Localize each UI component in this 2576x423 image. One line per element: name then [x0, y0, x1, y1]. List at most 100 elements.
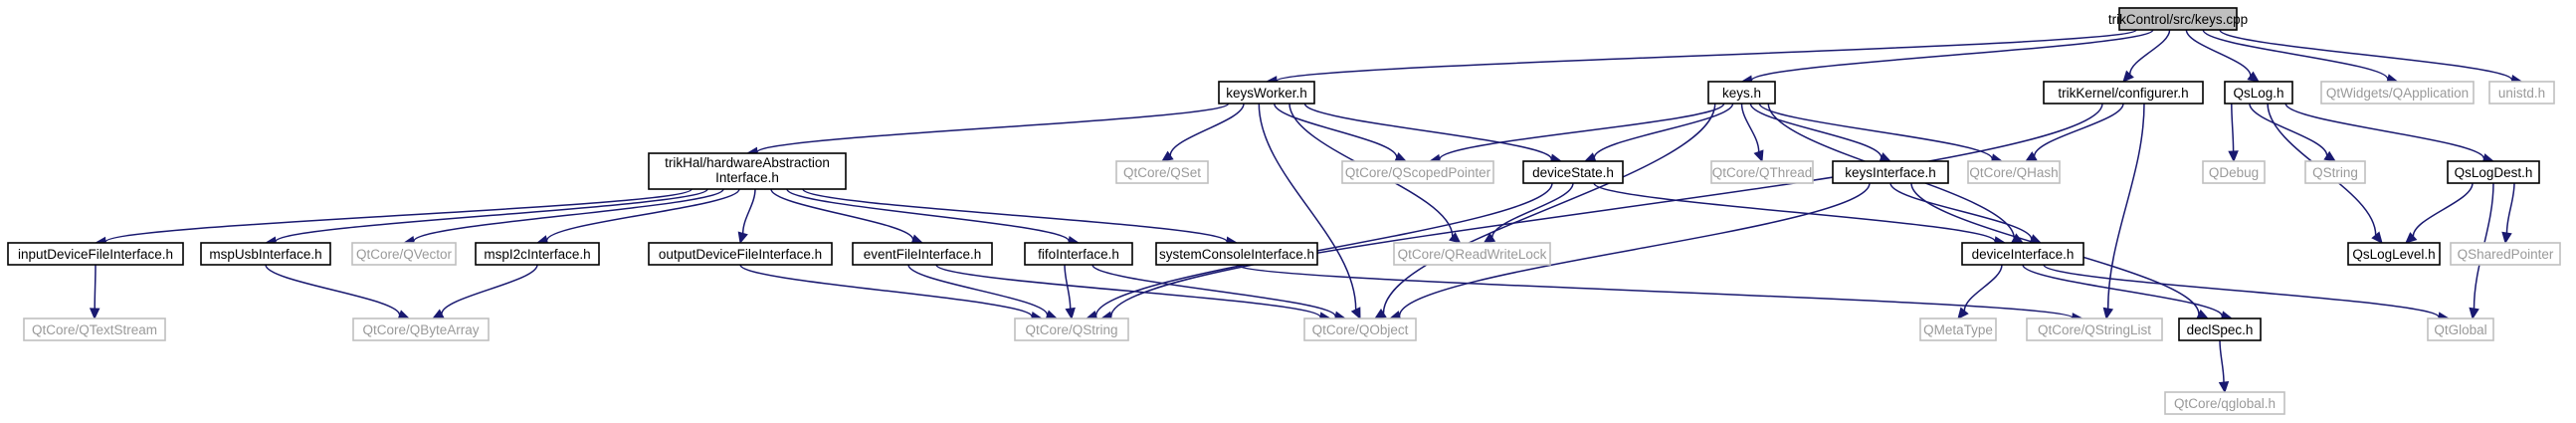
- edge-keys_cpp-to-QApplication: [2202, 29, 2399, 85]
- arrowhead: [2371, 231, 2383, 244]
- node-box: [2427, 317, 2494, 341]
- node-label: QsLogDest.h: [2455, 165, 2533, 180]
- arrowhead: [1753, 149, 1764, 163]
- node-box: [351, 242, 457, 266]
- node-label: QtCore/QThread: [1712, 165, 1813, 180]
- edge-configurer_h-to-QHash: [2024, 103, 2124, 162]
- node-box: [1393, 242, 1551, 266]
- node-box: [1303, 317, 1417, 341]
- node-box: [2304, 160, 2366, 184]
- node-label: QtCore/QObject: [1312, 322, 1409, 337]
- node-fifo_h[interactable]: fifoInterface.h: [1024, 242, 1133, 266]
- node-label: eventFileInterface.h: [864, 247, 982, 262]
- node-keysInterface_h[interactable]: keysInterface.h: [1832, 160, 1949, 184]
- node-box: [475, 242, 600, 266]
- node-label: mspUsbInterface.h: [209, 247, 321, 262]
- node-outputDeviceFile_h[interactable]: outputDeviceFileInterface.h: [648, 242, 833, 266]
- node-box: [1832, 160, 1949, 184]
- node-box: [852, 242, 993, 266]
- node-box: [2320, 81, 2475, 105]
- node-QsLog_h[interactable]: QsLog.h: [2224, 81, 2293, 105]
- arrowhead: [1449, 232, 1462, 244]
- edge-keys_cpp-to-QsLog_h: [2185, 29, 2260, 83]
- node-label: keys.h: [1722, 86, 1761, 101]
- arrowhead: [1350, 307, 1361, 320]
- node-keys_h[interactable]: keys.h: [1707, 81, 1776, 105]
- node-label: QtCore/QScopedPointer: [1345, 165, 1491, 180]
- node-label: trikKernel/configurer.h: [2058, 86, 2188, 101]
- node-QByteArray: QtCore/QByteArray: [352, 317, 490, 341]
- arrowhead: [2218, 381, 2230, 394]
- node-box: [1707, 81, 1776, 105]
- node-QGlobal: QtGlobal: [2427, 317, 2494, 341]
- node-systemConsole_h[interactable]: systemConsoleInterface.h: [1155, 242, 1318, 266]
- node-keys_cpp[interactable]: trikControl/src/keys.cpp: [2108, 7, 2248, 31]
- edge-inputDeviceFile_h-to-QTextStream: [89, 264, 100, 320]
- node-box: [1967, 160, 2061, 184]
- node-mspUsb_h[interactable]: mspUsbInterface.h: [200, 242, 331, 266]
- arrowhead: [2469, 307, 2479, 320]
- node-box: [648, 152, 847, 190]
- node-qglobal_h: QtCore/qglobal.h: [2164, 391, 2285, 415]
- node-QsLogDest_h[interactable]: QsLogDest.h: [2447, 160, 2540, 184]
- edge-mspI2c_h-to-QByteArray: [431, 264, 538, 319]
- node-label: keysInterface.h: [1845, 165, 1936, 180]
- node-QMetaType: QMetaType: [1919, 317, 1997, 341]
- edge-keysWorker_h-to-hwAbstraction_h: [745, 103, 1230, 158]
- edge-deviceInterface_h-to-QMetaType: [1957, 264, 2003, 319]
- edge-keys_h-to-QThread: [1740, 103, 1764, 163]
- node-QStringList: QtCore/QStringList: [2026, 317, 2163, 341]
- node-label: trikHal/hardwareAbstraction: [665, 155, 830, 170]
- edge-deviceState_h-to-deviceInterface_h: [1593, 182, 2007, 247]
- edge-keys_h-to-deviceState_h: [1583, 103, 1734, 163]
- edge-hwAbstraction_h-to-mspI2c_h: [535, 188, 740, 246]
- arrowhead: [1957, 307, 1969, 319]
- node-eventFile_h[interactable]: eventFileInterface.h: [852, 242, 993, 266]
- edge-keys_cpp-to-configurer_h: [2122, 29, 2171, 83]
- edge-configurer_h-to-QtCore_QString: [1099, 103, 2103, 321]
- node-QScopedPointer: QtCore/QScopedPointer: [1341, 160, 1494, 184]
- node-box: [2488, 81, 2555, 105]
- node-deviceState_h[interactable]: deviceState.h: [1522, 160, 1624, 184]
- edge-outputDeviceFile_h-to-QtCore_QString: [739, 264, 1044, 322]
- node-label: QtCore/QVector: [356, 247, 453, 262]
- node-inputDeviceFile_h[interactable]: inputDeviceFileInterface.h: [7, 242, 184, 266]
- node-QString_plain: QString: [2304, 160, 2366, 184]
- arrowhead: [2247, 71, 2260, 83]
- node-box: [1710, 160, 1814, 184]
- node-QReadWriteLock: QtCore/QReadWriteLock: [1393, 242, 1551, 266]
- node-box: [1919, 317, 1997, 341]
- arrowhead: [1160, 150, 1174, 162]
- arrowhead: [89, 308, 100, 320]
- edge-keys_cpp-to-unistd_h: [2219, 29, 2523, 86]
- node-declSpec_h[interactable]: declSpec.h: [2178, 317, 2262, 341]
- node-label: deviceInterface.h: [1972, 247, 2075, 262]
- node-label: QtCore/QHash: [1969, 165, 2058, 180]
- edge-hwAbstraction_h-to-systemConsole_h: [802, 188, 1239, 247]
- node-QSharedPointer: QSharedPointer: [2450, 242, 2561, 266]
- node-QsLogLevel_h[interactable]: QsLogLevel.h: [2347, 242, 2441, 266]
- edge-eventFile_h-to-QtCore_QString: [907, 264, 1059, 320]
- node-box: [2164, 391, 2285, 415]
- node-mspI2c_h[interactable]: mspI2cInterface.h: [475, 242, 600, 266]
- node-QApplication: QtWidgets/QApplication: [2320, 81, 2475, 105]
- node-label: fifoInterface.h: [1038, 247, 1119, 262]
- node-label: QMetaType: [1923, 322, 1993, 337]
- node-label: inputDeviceFileInterface.h: [18, 247, 173, 262]
- node-box: [1961, 242, 2084, 266]
- arrowhead: [2323, 150, 2337, 162]
- edges-layer: [89, 29, 2523, 394]
- node-label: QDebug: [2209, 165, 2259, 180]
- node-box: [2347, 242, 2441, 266]
- node-box: [1024, 242, 1133, 266]
- node-QVector: QtCore/QVector: [351, 242, 457, 266]
- node-box: [1115, 160, 1209, 184]
- node-deviceInterface_h[interactable]: deviceInterface.h: [1961, 242, 2084, 266]
- node-configurer_h[interactable]: trikKernel/configurer.h: [2043, 81, 2204, 105]
- node-label: deviceState.h: [1532, 165, 1614, 180]
- edge-fifo_h-to-QtCore_QString: [1064, 264, 1076, 320]
- edge-QsLog_h-to-QDebug: [2228, 103, 2239, 163]
- node-keysWorker_h[interactable]: keysWorker.h: [1218, 81, 1315, 105]
